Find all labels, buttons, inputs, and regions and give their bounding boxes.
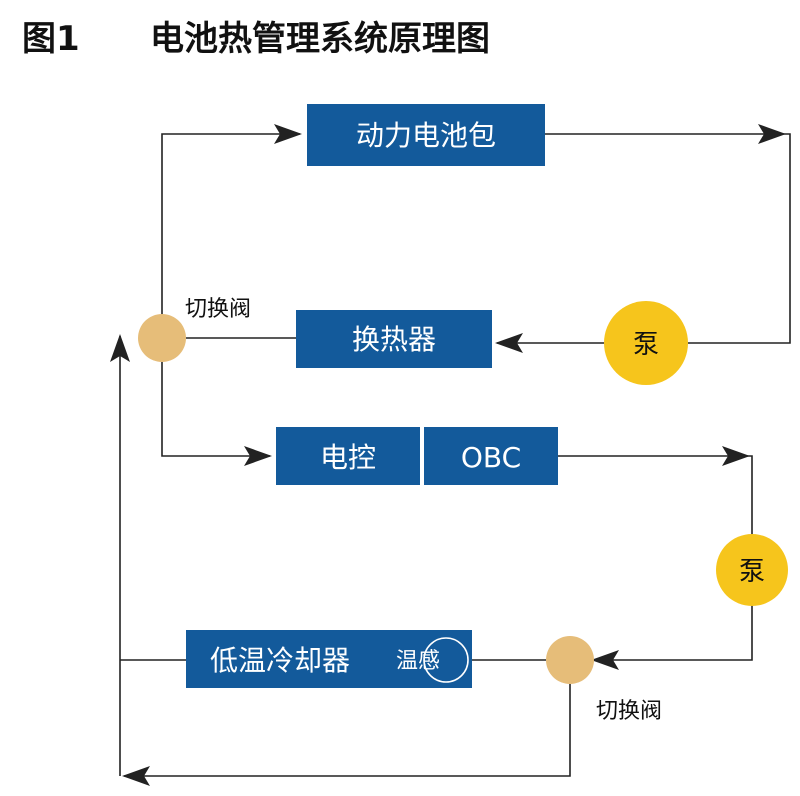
upper-pump-label: 泵 <box>633 330 659 360</box>
upper-valve-label: 切换阀 <box>185 297 251 322</box>
diagram-title: 电池热管理系统原理图 <box>150 19 490 59</box>
pipe-lower-valve-bottom-return <box>122 684 571 786</box>
lower-valve-label: 切换阀 <box>596 699 662 724</box>
pipe-valve-to-battery <box>161 124 302 316</box>
heat-exchanger-box <box>296 310 492 368</box>
temp-sensor-label: 温感 <box>396 649 440 674</box>
upper-pump <box>604 301 688 385</box>
pipe-pump-to-lower-valve <box>591 605 753 670</box>
battery-pack-label: 动力电池包 <box>356 119 496 152</box>
lower-pump <box>716 534 788 606</box>
chiller-label: 低温冷却器 <box>210 644 350 677</box>
obc-label: OBC <box>461 441 521 474</box>
pipe-right-down-to-lower-pump <box>748 455 753 535</box>
battery-pack-box <box>307 104 545 166</box>
lower-pump-label: 泵 <box>739 557 765 587</box>
figure-number: 图1 <box>22 19 80 59</box>
temp-sensor-circle <box>423 637 469 683</box>
pipe-valve-to-controller <box>161 362 272 466</box>
pipe-right-down-to-pump <box>688 133 791 344</box>
lower-switching-valve <box>546 636 594 684</box>
motor-controller-box <box>276 427 420 485</box>
heat-exchanger-label: 换热器 <box>352 323 436 356</box>
obc-box <box>424 427 558 485</box>
motor-controller-label: 电控 <box>320 441 376 474</box>
upper-switching-valve <box>138 314 186 362</box>
